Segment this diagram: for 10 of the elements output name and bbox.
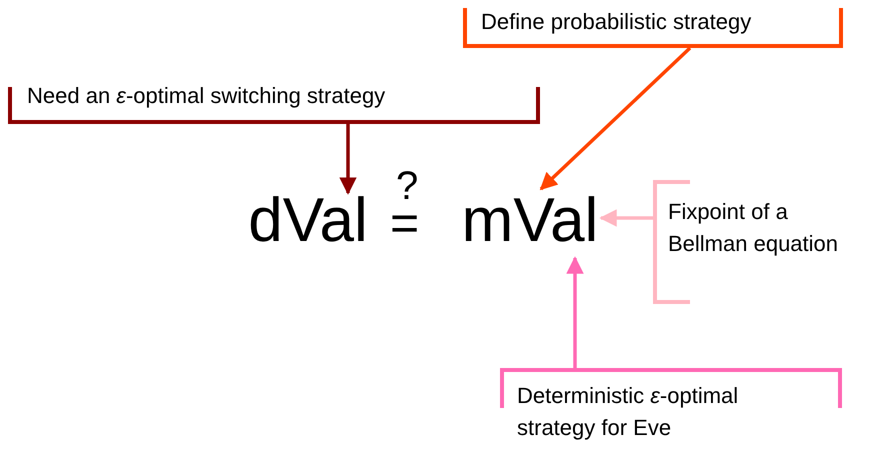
math-term: dVal — [248, 190, 368, 252]
arrow — [540, 46, 692, 190]
arrow — [566, 256, 584, 368]
callout-text: Fixpoint of a Bellman equation — [668, 198, 840, 258]
math-term: mVal — [462, 190, 598, 252]
arrow — [339, 124, 357, 195]
arrow — [599, 209, 653, 227]
callout-text: Deterministic ε-optimal strategy for Eve — [517, 382, 740, 442]
callout-text: Need an ε-optimal switching strategy — [27, 82, 386, 110]
callout-text: Define probabilistic strategy — [481, 8, 752, 36]
